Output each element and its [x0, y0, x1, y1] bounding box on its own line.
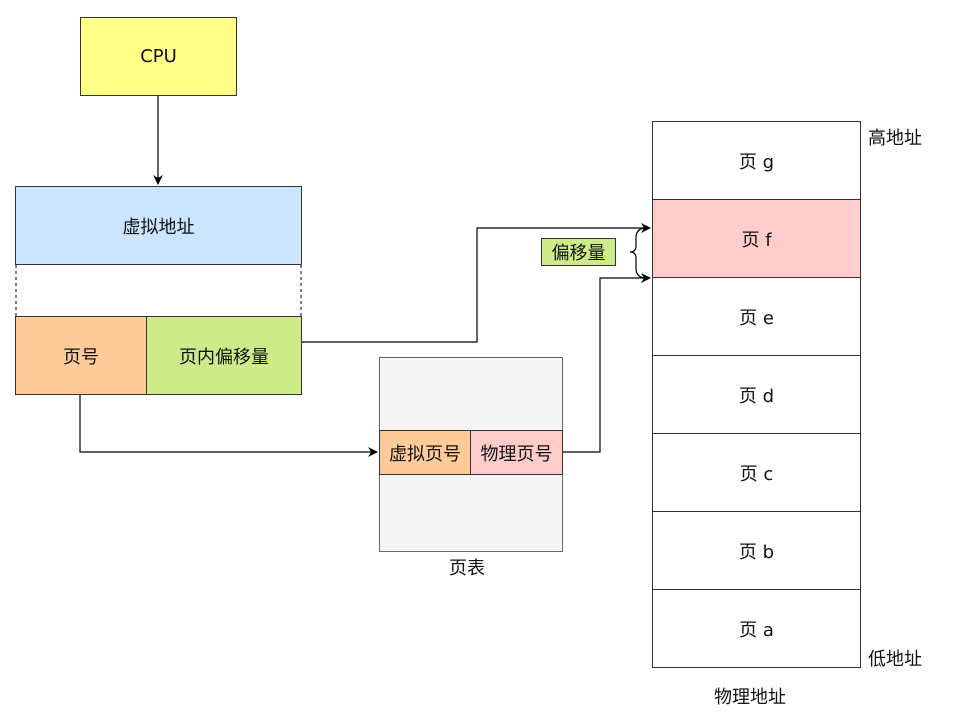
offset-brace — [629, 227, 647, 279]
virtual-page-number-label: 虚拟页号 — [389, 443, 461, 465]
high-address-label: 高地址 — [868, 128, 922, 149]
physical-page-d: 页 d — [652, 355, 861, 434]
physical-page-a: 页 a — [652, 589, 861, 668]
physical-page-b: 页 b — [652, 511, 861, 590]
page-offset-box: 页内偏移量 — [146, 316, 302, 395]
page-label: 页 d — [738, 385, 775, 407]
page-label: 页 b — [738, 541, 775, 563]
virtual-address-label: 虚拟地址 — [122, 216, 195, 238]
cpu-box: CPU — [80, 17, 237, 96]
page-offset-label: 页内偏移量 — [179, 346, 269, 368]
offset-tag: 偏移量 — [541, 238, 616, 266]
physical-page-e: 页 e — [652, 277, 861, 356]
physical-page-number-label: 物理页号 — [480, 443, 553, 465]
page-table-caption: 页表 — [449, 558, 485, 579]
cpu-label: CPU — [140, 46, 177, 67]
page-number-box: 页号 — [15, 316, 147, 395]
low-address-label: 低地址 — [868, 649, 922, 670]
page-label: 页 e — [739, 307, 774, 329]
page-number-label: 页号 — [63, 346, 99, 368]
ppn-to-page-f-arrow — [563, 273, 651, 453]
physical-page-f: 页 f — [652, 199, 861, 278]
page-label: 页 g — [738, 151, 775, 173]
physical-page-c: 页 c — [652, 433, 861, 512]
physical-page-number-cell: 物理页号 — [470, 430, 563, 475]
offset-tag-label: 偏移量 — [551, 243, 606, 264]
page-label: 页 c — [739, 463, 774, 485]
physical-memory-stack: 页 g 页 f 页 e 页 d 页 c 页 b 页 a — [652, 121, 861, 668]
page-number-to-table-arrow — [79, 395, 378, 457]
offset-to-page-f-arrow — [302, 223, 651, 343]
physical-page-g: 页 g — [652, 121, 861, 200]
physical-address-caption: 物理地址 — [714, 687, 786, 708]
virtual-page-number-cell: 虚拟页号 — [379, 430, 471, 475]
virtual-address-box: 虚拟地址 — [15, 186, 302, 265]
page-label: 页 f — [741, 229, 772, 251]
page-label: 页 a — [739, 619, 774, 641]
